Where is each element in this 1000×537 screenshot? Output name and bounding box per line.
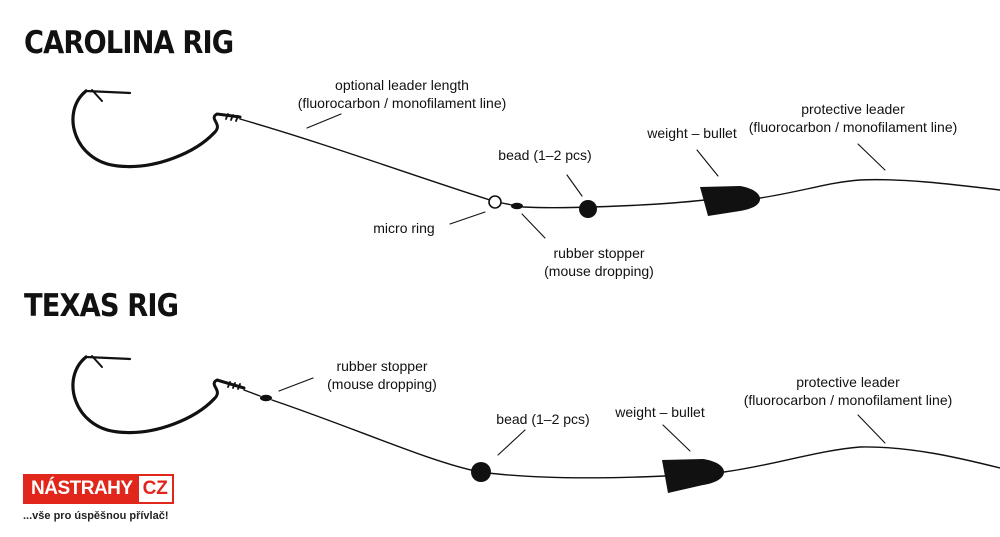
micro-ring-label: micro ring (373, 220, 435, 236)
carolina-main-line (522, 199, 706, 209)
texas-bead-icon (471, 462, 491, 482)
texas-bead-label: bead (1–2 pcs) (496, 411, 590, 427)
carolina-rubber-stopper-icon (501, 202, 513, 206)
carolina-leader-length-line2: (fluorocarbon / monofilament line) (297, 95, 507, 111)
carolina-bead-label: bead (1–2 pcs) (498, 147, 592, 163)
texas-rubber-stopper-label: rubber stopper (mouse dropping) (302, 357, 462, 393)
carolina-protective-leader-line (759, 178, 1000, 199)
logo-name: NÁSTRAHY (23, 474, 139, 504)
texas-protective-leader-line2: (fluorocarbon / monofilament line) (743, 392, 953, 408)
carolina-protective-leader-label: protective leader (fluorocarbon / monofi… (718, 100, 988, 136)
carolina-protective-leader-line2: (fluorocarbon / monofilament line) (748, 119, 958, 135)
texas-rubber-stopper-icon (260, 394, 272, 402)
brand-logo: NÁSTRAHY CZ ...vše pro úspěšnou přívlač! (23, 474, 183, 522)
carolina-leader-length-line1: optional leader length (335, 77, 469, 93)
carolina-rubber-stopper-label: rubber stopper (mouse dropping) (524, 244, 674, 280)
carolina-leader-length-label: optional leader length (fluorocarbon / m… (252, 76, 552, 112)
carolina-protective-leader-line1: protective leader (801, 101, 905, 117)
carolina-rig-title: CAROLINA RIG (24, 25, 234, 61)
logo-suffix: CZ (138, 474, 174, 504)
carolina-rubber-stopper-line2: (mouse dropping) (544, 263, 654, 279)
texas-protective-leader-label: protective leader (fluorocarbon / monofi… (713, 373, 983, 409)
texas-protective-leader-line1: protective leader (796, 374, 900, 390)
micro-ring-icon (488, 195, 502, 209)
texas-bullet-weight-icon (662, 459, 724, 493)
carolina-leader-line (239, 118, 491, 201)
carolina-weight-label: weight – bullet (647, 125, 737, 141)
texas-rubber-stopper-line2: (mouse dropping) (327, 376, 437, 392)
carolina-hook-icon (71, 89, 242, 169)
texas-hook-icon (71, 355, 246, 435)
carolina-bead-icon (579, 200, 597, 218)
logo-tagline: ...vše pro úspěšnou přívlač! (23, 510, 169, 522)
texas-rig-title: TEXAS RIG (24, 288, 179, 324)
logo-mark: NÁSTRAHY CZ (23, 474, 183, 504)
carolina-rubber-stopper-line1: rubber stopper (553, 245, 645, 261)
texas-protective-leader-line (723, 446, 1000, 473)
texas-weight-label: weight – bullet (615, 404, 705, 420)
carolina-bullet-weight-icon (700, 186, 760, 216)
texas-rubber-stopper-line1: rubber stopper (336, 358, 428, 374)
